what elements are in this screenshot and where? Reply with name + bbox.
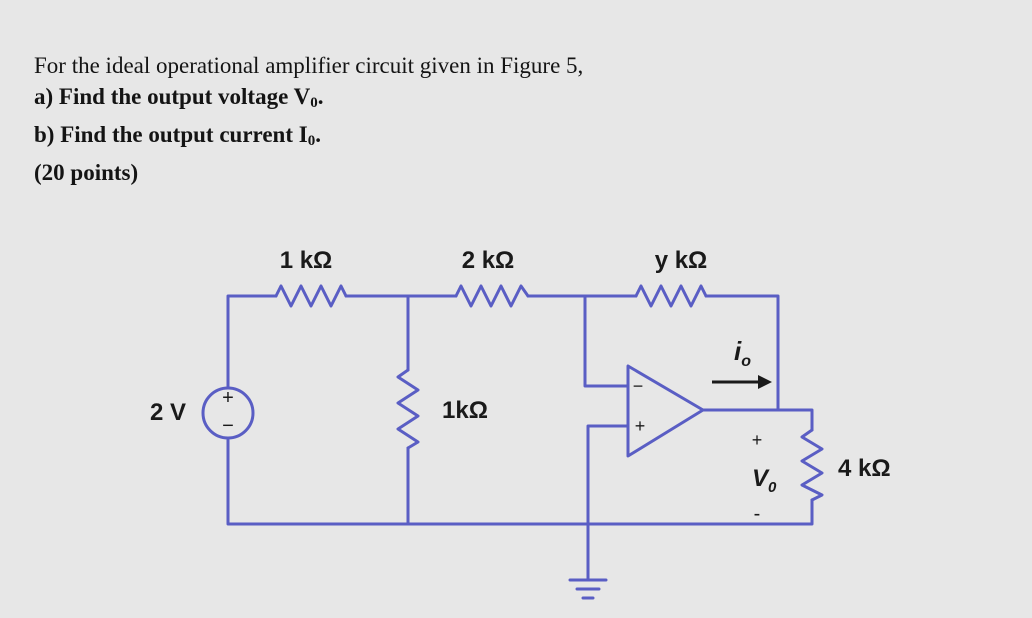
vo-plus: + [752, 430, 763, 450]
part-b-subscript: 0 [307, 133, 316, 149]
current-arrow-icon [712, 375, 772, 389]
shunt-resistor-label: 1kΩ [442, 397, 488, 424]
opamp-minus: − [633, 376, 644, 396]
opamp-triangle [626, 364, 705, 458]
part-a-text: Find the output voltage V [58, 84, 311, 109]
wire-inverting-input [583, 294, 630, 388]
wire-noninverting-input [586, 424, 630, 582]
part-a-subscript: 0 [310, 95, 318, 111]
opamp-plus: + [635, 416, 646, 436]
source-minus: − [222, 415, 234, 437]
wire-output [701, 408, 814, 432]
resistor-r3 [634, 284, 708, 308]
problem-statement: For the ideal operational amplifier circ… [34, 50, 583, 188]
r2-label: 2 kΩ [462, 247, 515, 274]
resistor-load [800, 428, 824, 502]
voltage-source [201, 386, 255, 440]
r1-label: 1 kΩ [280, 247, 333, 274]
wire-feedback [704, 294, 780, 412]
wire-left-top [226, 294, 278, 390]
part-a-prefix: a) [34, 84, 54, 109]
resistor-r2 [454, 284, 530, 308]
ground-icon [568, 578, 608, 600]
source-label: 2 V [150, 399, 186, 426]
part-b-prefix: b) [34, 122, 55, 147]
part-b: b) Find the output current I0. [34, 122, 321, 149]
current-symbol: i [734, 336, 742, 366]
source-plus: + [222, 387, 234, 409]
r3-label: y kΩ [655, 247, 708, 274]
vo-label: V0 [752, 465, 777, 496]
load-resistor-label: 4 kΩ [838, 455, 891, 482]
part-b-text: Find the output current I [60, 122, 308, 147]
part-a: a) Find the output voltage V0. [34, 84, 324, 111]
resistor-r1 [274, 284, 348, 308]
current-label: io [734, 336, 751, 370]
resistor-shunt [396, 368, 420, 450]
vo-symbol: V [752, 465, 770, 492]
points-label: (20 points) [34, 160, 139, 185]
wiring [226, 294, 814, 582]
vo-minus: - [754, 503, 761, 525]
problem-intro: For the ideal operational amplifier circ… [34, 53, 584, 78]
wire-bottom [226, 438, 814, 526]
vo-subscript: 0 [768, 479, 777, 496]
current-subscript: o [741, 353, 751, 370]
